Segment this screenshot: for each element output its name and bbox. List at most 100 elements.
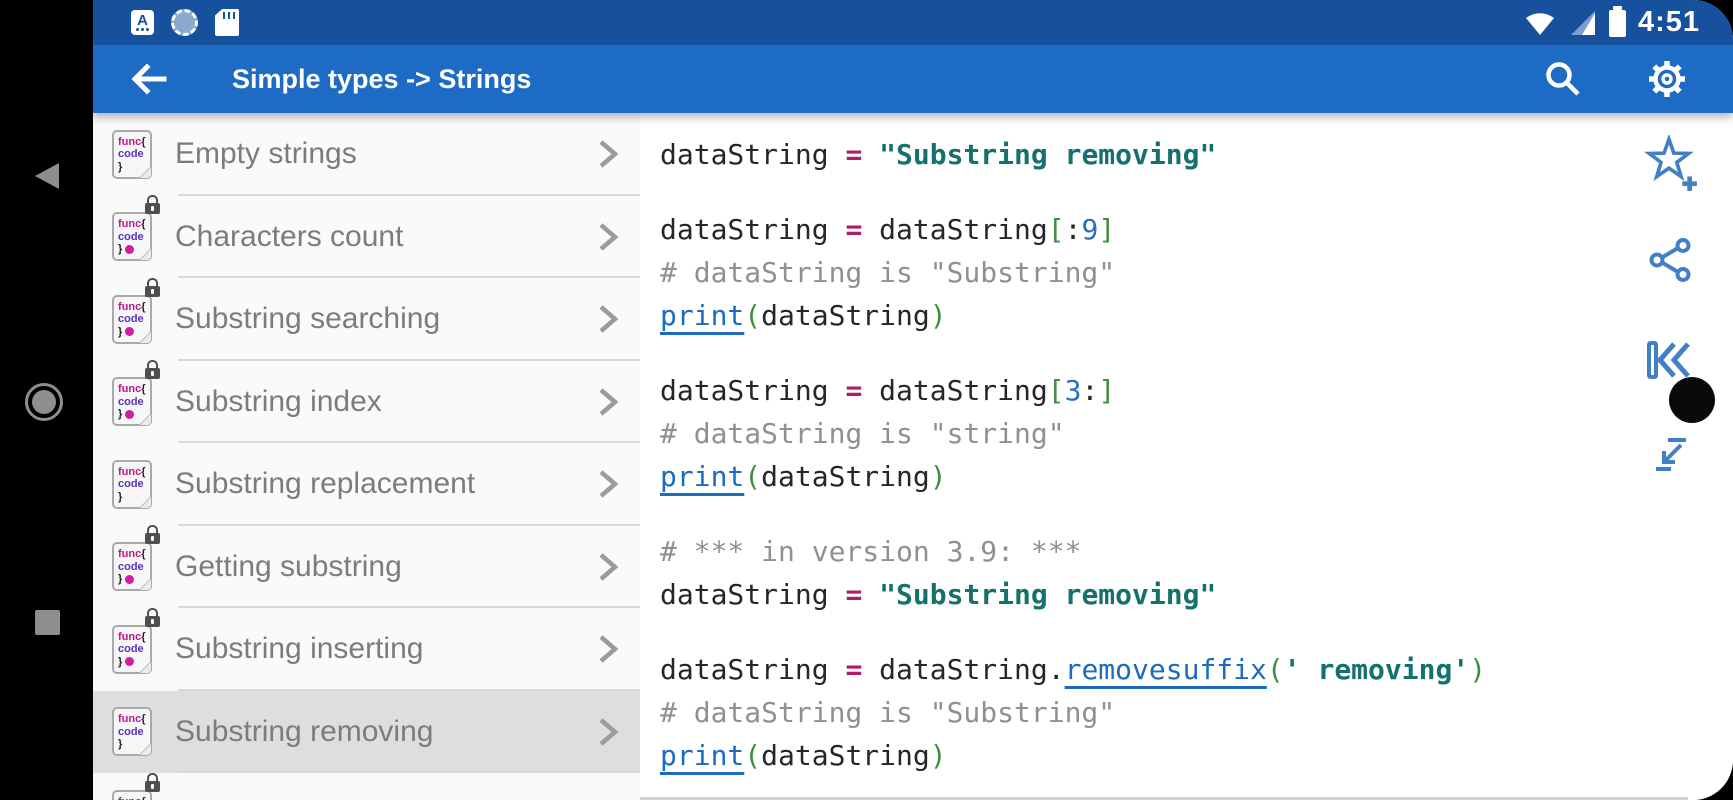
code-token: # *** in version 3.9: ***: [660, 535, 1082, 568]
code-line: dataString = dataString[3:]: [660, 369, 1733, 412]
side-action-column: [1613, 0, 1733, 800]
unlocked-dot-icon: [125, 327, 135, 337]
code-token: (: [744, 460, 762, 493]
code-token: dataString: [862, 213, 1048, 246]
page-fold: [139, 660, 151, 673]
code-function-link[interactable]: print: [660, 739, 745, 772]
unlocked-dot-icon: [125, 244, 135, 254]
row-divider: [178, 688, 640, 691]
code-token: =: [845, 374, 863, 407]
code-token: :: [1081, 374, 1099, 407]
share-icon[interactable]: [1647, 237, 1693, 283]
status-bar-right-icons: 4:51: [1523, 0, 1700, 45]
translate-app-icon: A: [131, 10, 154, 35]
back-arrow-icon[interactable]: [130, 62, 168, 96]
sidebar-item-label: Characters count: [175, 219, 404, 253]
row-divider: [178, 193, 640, 196]
sidebar-item[interactable]: func{code}Substring replacement: [93, 443, 640, 526]
sidebar-item-label: Getting substring: [175, 549, 402, 583]
chevron-right-icon: [599, 388, 619, 416]
app-badge-dots: [136, 28, 139, 31]
lock-icon: [145, 525, 160, 545]
sidebar-item[interactable]: func{code}Substring searching: [93, 277, 640, 361]
sidebar-item[interactable]: func{code}Substring inserting: [93, 607, 640, 691]
code-token: (: [1266, 653, 1284, 686]
row-divider: [178, 523, 640, 526]
jump-down-left-icon[interactable]: [1651, 435, 1691, 475]
sidebar-item-partial[interactable]: func{code}: [93, 772, 640, 800]
code-token: ): [1469, 653, 1487, 686]
row-divider: [178, 276, 640, 278]
star-add-favorite-icon[interactable]: [1642, 135, 1700, 193]
recents-square-icon[interactable]: [35, 610, 60, 635]
code-line: dataString = dataString.removesuffix(' r…: [660, 648, 1733, 691]
code-token: dataString.: [862, 653, 1065, 686]
code-panel[interactable]: dataString = "Substring removing"dataStr…: [640, 113, 1733, 800]
code-token: dataString: [660, 653, 846, 686]
code-line: # dataString is "string": [660, 412, 1733, 455]
battery-icon: [1608, 6, 1626, 37]
sidebar-item[interactable]: func{code}Getting substring: [93, 525, 640, 608]
page-fold: [139, 413, 151, 426]
unlocked-dot-icon: [125, 657, 135, 667]
page-fold: [139, 330, 151, 343]
code-token: [862, 578, 879, 611]
code-token: ): [929, 460, 947, 493]
settings-gear-icon[interactable]: [1645, 57, 1689, 101]
code-line: print(dataString): [660, 294, 1733, 337]
code-line: # *** in version 3.9: ***: [660, 530, 1733, 573]
black-dot-overlay[interactable]: [1669, 377, 1715, 423]
code-token: "Substring removing": [879, 578, 1217, 611]
code-token: 3: [1064, 374, 1082, 407]
code-token: dataString: [660, 138, 846, 171]
code-token: dataString: [862, 374, 1048, 407]
sidebar-item-label: Substring removing: [175, 714, 434, 748]
code-token: dataString: [660, 578, 846, 611]
sidebar-item[interactable]: func{code}Substring removing: [93, 690, 640, 773]
chevron-right-icon: [599, 553, 619, 581]
code-snippet-icon: func{code}: [112, 360, 160, 427]
search-icon[interactable]: [1541, 57, 1585, 101]
code-token: # dataString is "string": [660, 417, 1065, 450]
code-line: # dataString is "Substring": [660, 251, 1733, 294]
chevron-right-icon: [599, 223, 619, 251]
code-function-link[interactable]: print: [660, 299, 745, 332]
page-fold: [139, 495, 151, 508]
sidebar-item[interactable]: func{code} Characters count: [93, 195, 640, 278]
code-snippet-icon: func{code}: [112, 772, 160, 800]
code-function-link[interactable]: print: [660, 460, 745, 493]
code-token: ): [929, 299, 947, 332]
code-line: dataString = dataString[:9]: [660, 208, 1733, 251]
skip-to-start-icon[interactable]: [1645, 340, 1693, 380]
sd-card-icon: [215, 9, 239, 36]
page-fold: [139, 578, 151, 591]
back-triangle-icon[interactable]: [35, 163, 59, 189]
chevron-right-icon: [599, 635, 619, 663]
unlocked-dot-icon: [125, 574, 135, 584]
chevron-right-icon: [599, 718, 619, 746]
sidebar-item[interactable]: func{code}Substring index: [93, 360, 640, 443]
row-divider: [178, 358, 640, 361]
lock-icon: [145, 195, 160, 215]
code-snippet-icon: func{code}: [112, 195, 160, 262]
code-token: dataString: [660, 374, 846, 407]
code-token: "Substring removing": [879, 138, 1217, 171]
page-fold: [139, 248, 151, 261]
code-block: dataString = dataString[:9]# dataString …: [660, 208, 1733, 337]
lock-icon: [145, 607, 160, 627]
sidebar-item-label: Substring inserting: [175, 632, 424, 666]
code-token: 9: [1081, 213, 1099, 246]
spinner-icon: [171, 9, 198, 36]
app-badge-letter: A: [137, 12, 148, 29]
code-function-link[interactable]: removesuffix: [1064, 653, 1267, 686]
code-token: =: [845, 653, 863, 686]
code-token: dataString: [761, 460, 930, 493]
home-circle-icon[interactable]: [25, 383, 63, 421]
code-token: dataString: [761, 299, 930, 332]
code-token: ): [929, 739, 947, 772]
sidebar-item[interactable]: func{code}Empty strings: [93, 113, 640, 196]
code-line: dataString = "Substring removing": [660, 573, 1733, 616]
code-block: dataString = dataString.removesuffix(' r…: [660, 648, 1733, 777]
